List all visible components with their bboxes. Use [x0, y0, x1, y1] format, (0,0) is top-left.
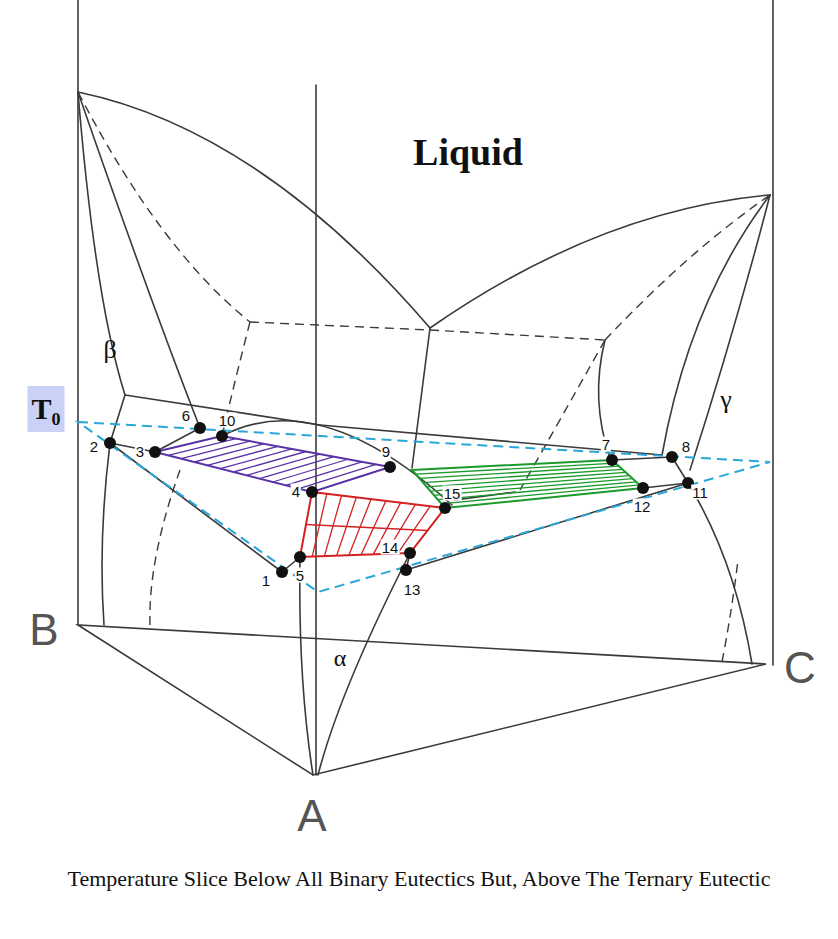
tie-line — [349, 499, 371, 555]
point-dot — [276, 566, 288, 578]
point-dot — [606, 454, 618, 466]
component-label: C — [784, 646, 816, 690]
callout-number: 8 — [681, 439, 691, 454]
callout-number: 15 — [443, 486, 462, 501]
tie-line — [434, 479, 633, 496]
component-label: A — [297, 794, 326, 838]
tie-line — [286, 462, 362, 486]
tie-line — [312, 494, 327, 557]
point-dot — [400, 564, 412, 576]
tie-line — [299, 464, 376, 488]
callout-number: 1 — [261, 573, 271, 588]
point-dot — [306, 486, 318, 498]
callout-number: 5 — [295, 568, 305, 583]
point-dot — [194, 422, 206, 434]
point-dot — [216, 430, 228, 442]
point-dot — [404, 547, 416, 559]
callout-number: 3 — [135, 444, 145, 459]
tie-line — [441, 485, 639, 504]
point-dot — [294, 551, 306, 563]
callout-number: 14 — [381, 540, 400, 555]
callout-number: 4 — [291, 484, 301, 499]
callout-number: 6 — [181, 408, 191, 423]
phase-label: γ — [720, 387, 732, 413]
callout-number: 9 — [381, 444, 391, 459]
point-dot — [439, 502, 451, 514]
phase-label: β — [103, 337, 116, 363]
point-dot — [637, 482, 649, 494]
tie-line — [273, 459, 348, 482]
component-label: B — [29, 608, 58, 652]
tie-line — [438, 482, 636, 500]
point-dot — [384, 461, 396, 473]
phase-label: α — [334, 646, 347, 670]
caption: Temperature Slice Below All Binary Eutec… — [20, 866, 818, 892]
callout-number: 2 — [89, 439, 99, 454]
tie-line — [306, 525, 428, 531]
tie-line — [337, 497, 357, 555]
callout-number: 12 — [633, 499, 652, 514]
callout-number: 10 — [218, 413, 237, 428]
point-dot — [149, 446, 161, 458]
temperature-label: T₀ — [27, 386, 64, 432]
callout-number: 11 — [691, 485, 709, 500]
point-dot — [666, 451, 678, 463]
tie-line — [373, 503, 400, 555]
tie-line — [423, 469, 622, 482]
callout-number: 7 — [601, 437, 611, 452]
point-dot — [104, 437, 116, 449]
callout-number: 13 — [403, 582, 422, 597]
phase-label: Liquid — [413, 133, 523, 171]
tie-line — [398, 506, 430, 553]
